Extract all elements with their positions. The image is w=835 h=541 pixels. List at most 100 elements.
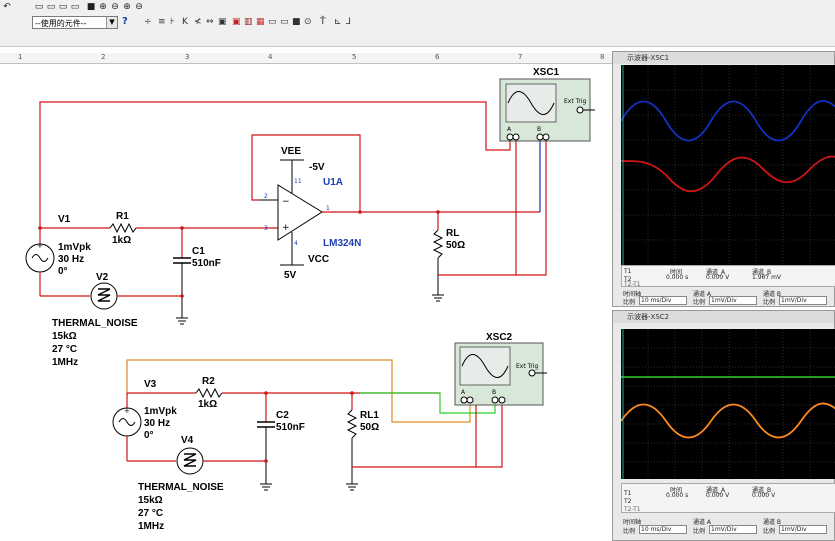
terminal-b[interactable]	[491, 396, 499, 404]
zoom-out-icon[interactable]: ⊖	[111, 2, 119, 12]
ruler-tick: 8	[600, 53, 605, 61]
rl-value: 50Ω	[446, 240, 465, 251]
terminal-trig[interactable]	[528, 369, 536, 377]
v4-temperature: 27 °C	[138, 508, 163, 519]
time-header: 时间	[670, 487, 683, 494]
zoom-fit-icon[interactable]: ⊖	[135, 2, 143, 12]
mixed-icon[interactable]: ▦	[256, 17, 265, 27]
time-value: 0.000 s	[666, 492, 689, 499]
scale-label: 比例	[763, 528, 776, 535]
panel-view-icon[interactable]: ▭	[70, 2, 80, 12]
terminal-a[interactable]	[460, 396, 468, 404]
zoom-in-icon[interactable]: ⊕	[99, 2, 107, 12]
noise-source-v4[interactable]	[176, 447, 204, 475]
oscilloscope-window-xsc2[interactable]: 示波器-XSC2 T1 T2 时间 通道_A 通道_B 0.000 s 0.00…	[612, 310, 835, 541]
diode-icon[interactable]: K	[182, 17, 188, 27]
pin-11: 11	[294, 178, 302, 185]
source-icon[interactable]: ÷	[144, 17, 152, 27]
window-title[interactable]: 示波器-XSC2	[613, 311, 834, 323]
chb-ctrl-header: 通道 B	[763, 519, 782, 526]
feedback-wire	[251, 134, 361, 212]
transistor-icon[interactable]: ≮	[194, 17, 202, 27]
zoom-area-icon[interactable]: ⊕	[123, 2, 131, 12]
chb-scale-field[interactable]: 1mV/Div	[779, 525, 827, 534]
junction	[38, 226, 42, 230]
timebase-scale-field[interactable]: 10 ms/Div	[639, 296, 687, 305]
channel-b-trace	[621, 402, 835, 439]
ground-icon[interactable]: ≡	[158, 17, 166, 27]
window-title[interactable]: 示波器-XSC1	[613, 52, 834, 64]
list-view-icon[interactable]: ▭	[58, 2, 68, 12]
noise-source-v2[interactable]	[90, 282, 118, 310]
junction	[180, 226, 184, 230]
chb-header: 通道_B	[752, 487, 772, 494]
sine-icon	[118, 418, 136, 426]
mcu-icon[interactable]: ▥	[244, 17, 253, 27]
junction	[180, 294, 184, 298]
rf-icon[interactable]: ⊙	[304, 17, 312, 27]
power-icon[interactable]: ▭	[280, 17, 289, 27]
schematic-canvas[interactable]: + − +	[0, 0, 612, 541]
bus-icon[interactable]: Ť	[320, 17, 326, 27]
terminal-a-minus[interactable]	[466, 396, 474, 404]
pin-2: 2	[264, 193, 268, 200]
terminal-trig[interactable]	[576, 106, 584, 114]
terminal-b-minus[interactable]	[542, 133, 550, 141]
oscilloscope-window-xsc1[interactable]: 示波器-XSC1 T1 T2 时间 通道_A 通道_B 0.000 s 0.00…	[612, 51, 835, 307]
t2-label: T2	[624, 498, 632, 505]
plus-sign: +	[124, 407, 130, 415]
resistor-icon[interactable]: ⊦	[170, 17, 175, 27]
plus-sign: +	[282, 223, 290, 233]
cmos-icon[interactable]: ▣	[232, 17, 241, 27]
misc-icon[interactable]: ■	[292, 17, 301, 27]
ttl-icon[interactable]: ▣	[218, 17, 227, 27]
chevron-down-icon[interactable]: ▼	[106, 17, 117, 28]
scale-label: 比例	[763, 299, 776, 306]
channel-a-label: A	[507, 126, 512, 133]
cha-scale-field[interactable]: 1mV/Div	[709, 525, 757, 534]
c1-label: C1	[192, 246, 205, 257]
scale-label: 比例	[623, 528, 636, 535]
hierarchy-icon[interactable]: ⅃	[346, 17, 352, 27]
c1-value: 510nF	[192, 258, 221, 269]
channel-b-trace	[621, 100, 835, 142]
connector-icon[interactable]: ⊾	[334, 17, 342, 27]
cha-header: 通道_A	[706, 487, 726, 494]
sine-icon	[31, 254, 49, 262]
help-button[interactable]: ?	[122, 16, 128, 27]
opamp-u1a[interactable]	[277, 184, 323, 241]
pin-1: 1	[326, 205, 330, 212]
terminal-a[interactable]	[506, 133, 514, 141]
save-icon[interactable]: ■	[86, 2, 96, 12]
r1-value: 1kΩ	[112, 235, 131, 246]
terminal-b[interactable]	[536, 133, 544, 141]
v4-type: THERMAL_NOISE	[138, 482, 224, 493]
plus-sign: +	[37, 242, 43, 250]
channel-b-label: B	[537, 126, 541, 133]
chb-scale-field[interactable]: 1mV/Div	[779, 296, 827, 305]
resistor-r1[interactable]	[109, 222, 137, 234]
resistor-rl[interactable]	[432, 229, 444, 259]
component-view-icon[interactable]: ▭	[34, 2, 44, 12]
timebase-header: 时间轴	[623, 291, 642, 298]
analog-icon[interactable]: ⇔	[206, 17, 214, 27]
resistor-r2[interactable]	[195, 387, 223, 399]
scope1-controls: 时间轴 通道 A 通道 B 比例 10 ms/Div 比例 1mV/Div 比例…	[621, 289, 835, 307]
v1-phase: 0°	[58, 266, 68, 277]
cha-scale-field[interactable]: 1mV/Div	[709, 296, 757, 305]
undo-icon[interactable]: ↶	[3, 2, 11, 12]
xsc2-label: XSC2	[486, 332, 513, 343]
component-combo[interactable]: --使用的元件-- ▼	[32, 16, 118, 29]
terminal-b-minus[interactable]	[498, 396, 506, 404]
resistor-rl1[interactable]	[346, 409, 358, 439]
c2-label: C2	[276, 410, 289, 421]
terminal-a-minus[interactable]	[512, 133, 520, 141]
timebase-scale-field[interactable]: 10 ms/Div	[639, 525, 687, 534]
v1-label: V1	[58, 214, 71, 225]
scope2-screen[interactable]	[621, 329, 835, 479]
indicator-icon[interactable]: ▭	[268, 17, 277, 27]
grid-view-icon[interactable]: ▭	[46, 2, 56, 12]
scope1-screen[interactable]	[621, 65, 835, 265]
scale-label: 比例	[623, 299, 636, 306]
wire-scope-ground-b	[476, 405, 503, 468]
